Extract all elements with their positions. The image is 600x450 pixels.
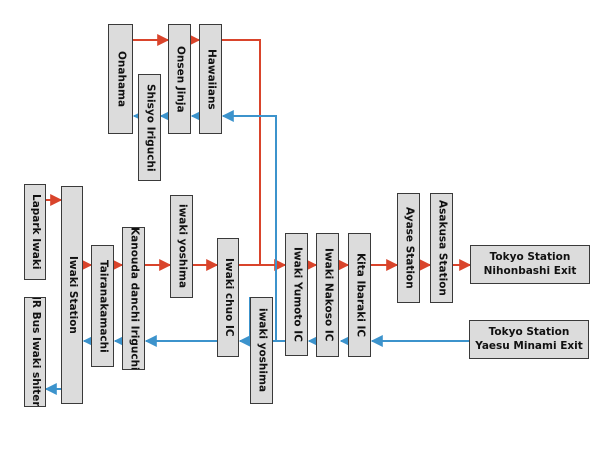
terminal-label-line2: Yaesu Minami Exit [475,339,583,352]
stop-label: Ayase Station [403,207,416,289]
stop-label: Onahama [115,50,128,108]
stop-iwaki-chuo-ic: Iwaki chuo IC [217,238,239,357]
stop-iwaki-station: Iwaki Station [61,186,83,404]
stop-tairanakamachi: Tairanakamachi [91,245,114,367]
stop-tokyo-station-nihonbashi-exit: Tokyo Station Nihonbashi Exit [470,245,590,284]
terminal-label-line1: Tokyo Station [488,326,570,339]
stop-label: Shisyo Iriguchi [144,83,157,172]
stop-shisyo-iriguchi: Shisyo Iriguchi [138,74,161,181]
red-route [46,34,472,271]
stop-onsen-jinja: Onsen Jinja [168,24,191,134]
stop-kita-ibaraki-ic: Kita Ibaraki IC [348,233,371,357]
terminal-label-line2: Nihonbashi Exit [483,264,577,277]
stop-kanouda-danchi-iriguchi: Kanouda danchi Iriguchi [122,227,145,370]
blue-line-branch-to-hawaiians [221,110,277,341]
stop-jr-bus-iwaki-shiten: JR Bus Iwaki shiten [24,297,46,407]
stop-iwaki-yoshima-top: iwaki yoshima [170,195,193,298]
stop-label: Iwaki Station [66,256,79,334]
stop-label: Asakusa Station [436,200,449,296]
stop-label: Lapark Iwaki [29,194,42,270]
stop-label: iwaki yoshima [176,204,189,289]
stop-label: Kita Ibaraki IC [354,252,367,338]
stop-onahama: Onahama [108,24,133,134]
stop-iwaki-yumoto-ic: Iwaki Yumoto IC [285,233,308,356]
stop-asakusa-station: Asakusa Station [430,193,453,303]
terminal-label: Tokyo Station Yaesu Minami Exit [475,326,583,352]
terminal-label: Tokyo Station Nihonbashi Exit [484,251,577,277]
stop-label: Kanouda danchi Iriguchi [128,227,141,370]
red-line-hawaiians-to-junction [221,39,261,265]
stop-label: Tairanakamachi [97,259,110,353]
stop-label: Onsen Jinja [174,45,187,113]
stop-iwaki-nakoso-ic: Iwaki Nakoso IC [316,233,339,357]
terminal-label-line1: Tokyo Station [489,251,571,264]
stop-label: iwaki yoshima [256,308,269,393]
stop-lapark-iwaki: Lapark Iwaki [24,184,46,280]
stop-label: Hawaiians [205,48,218,110]
stop-tokyo-station-yaesu-minami-exit: Tokyo Station Yaesu Minami Exit [469,320,589,359]
stop-label: JR Bus Iwaki shiten [29,297,42,407]
stop-hawaiians: Hawaiians [199,24,222,134]
stop-iwaki-yoshima-bottom: iwaki yoshima [250,297,273,404]
stop-label: Iwaki Yumoto IC [291,247,304,342]
stop-label: Iwaki Nakoso IC [322,248,335,342]
stop-label: Iwaki chuo IC [222,258,235,337]
stop-ayase-station: Ayase Station [397,193,420,303]
